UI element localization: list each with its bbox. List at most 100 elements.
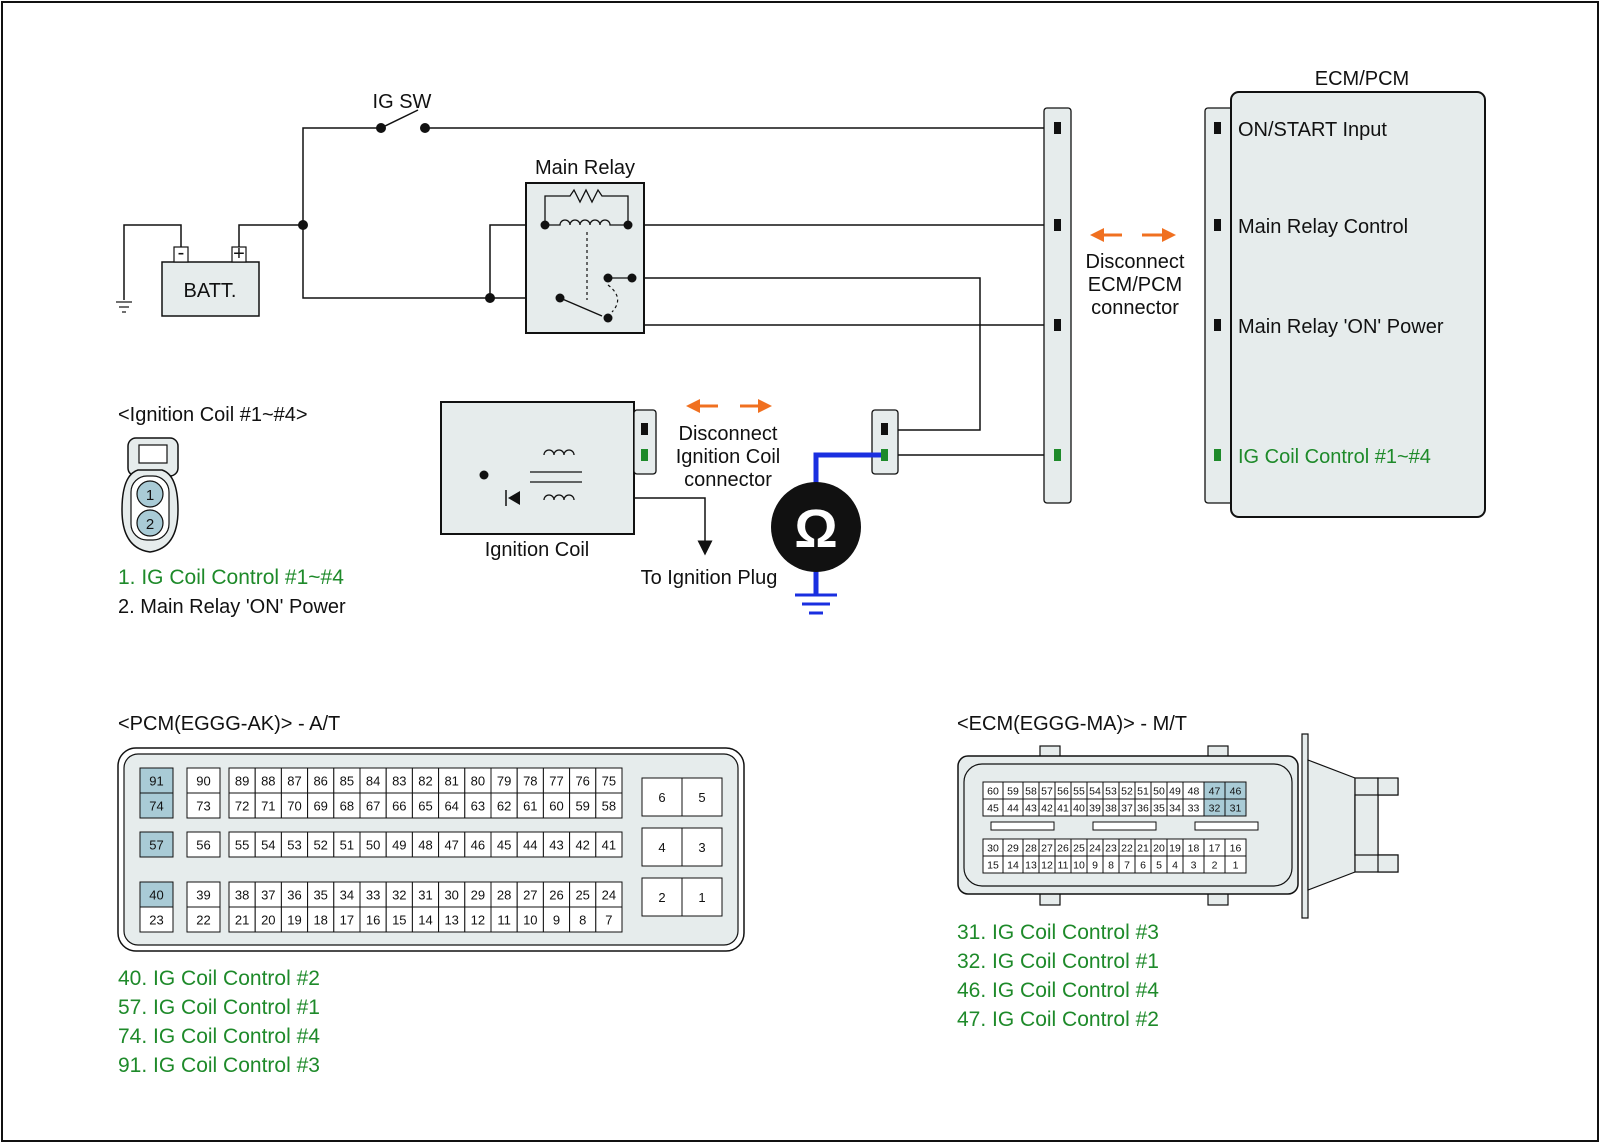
pcm-pin-66: 66 xyxy=(385,792,413,819)
pcm-pin-78: 78 xyxy=(516,767,544,794)
svg-text:52: 52 xyxy=(1121,786,1133,798)
pcm-pin-22: 22 xyxy=(186,906,221,933)
ecm-pin-58: 58 xyxy=(1022,781,1040,800)
ecm-legend-3: 46. IG Coil Control #4 xyxy=(957,979,1159,1002)
svg-text:24: 24 xyxy=(1089,843,1101,855)
ecm-pin-3: 3 xyxy=(1182,855,1205,874)
pcm-legend-1: 40. IG Coil Control #2 xyxy=(118,967,320,990)
pcm-pin-44: 44 xyxy=(516,831,544,858)
ecm-pin-main-relay-power: Main Relay 'ON' Power xyxy=(1238,316,1444,338)
pcm-pin-51: 51 xyxy=(333,831,361,858)
pcm-pin-85: 85 xyxy=(333,767,361,794)
ecm-pin-15: 15 xyxy=(982,855,1004,874)
svg-text:52: 52 xyxy=(313,838,327,853)
ignition-plug-label: To Ignition Plug xyxy=(641,567,778,589)
ig-switch: IG SW xyxy=(373,91,432,133)
pcm-pin-64: 64 xyxy=(438,792,466,819)
ecm-pin-37: 37 xyxy=(1118,798,1136,817)
coil-legend-2: 2. Main Relay 'ON' Power xyxy=(118,596,346,618)
ignition-coil-label: Ignition Coil xyxy=(485,539,590,561)
ecm-pin-45: 45 xyxy=(982,798,1004,817)
ecm-pin-43: 43 xyxy=(1022,798,1040,817)
svg-text:56: 56 xyxy=(1057,786,1069,798)
ecm-pin-5: 5 xyxy=(1150,855,1168,874)
ecm-pin-30: 30 xyxy=(982,838,1004,857)
svg-text:6: 6 xyxy=(1140,860,1146,872)
svg-text:55: 55 xyxy=(1073,786,1085,798)
ecm-pin-29: 29 xyxy=(1002,838,1024,857)
ecm-pin-22: 22 xyxy=(1118,838,1136,857)
pcm-pin-61: 61 xyxy=(516,792,544,819)
pcm-pin-24: 24 xyxy=(595,881,623,908)
svg-text:connector: connector xyxy=(684,469,772,491)
svg-text:47: 47 xyxy=(1209,786,1221,798)
ecm-pin-36: 36 xyxy=(1134,798,1152,817)
coil-pin-2: 2 xyxy=(146,516,154,533)
svg-text:75: 75 xyxy=(602,774,616,789)
svg-text:2: 2 xyxy=(658,890,665,905)
coil-connector-face: 1 2 xyxy=(121,437,179,553)
pcm-pin-50: 50 xyxy=(359,831,387,858)
svg-text:55: 55 xyxy=(235,838,249,853)
pcm-pin-65: 65 xyxy=(411,792,440,819)
pcm-pin-9: 9 xyxy=(542,906,571,933)
svg-text:39: 39 xyxy=(1089,803,1101,815)
pcm-pin-68: 68 xyxy=(333,792,361,819)
svg-text:27: 27 xyxy=(1041,843,1053,855)
svg-text:85: 85 xyxy=(340,774,354,789)
pcm-pin-55: 55 xyxy=(228,831,256,858)
ecm-pin-48: 48 xyxy=(1182,781,1205,800)
svg-text:36: 36 xyxy=(1137,803,1149,815)
ecm-pin-28: 28 xyxy=(1022,838,1040,857)
ecm-pin-23: 23 xyxy=(1102,838,1120,857)
pcm-pin-84: 84 xyxy=(359,767,387,794)
svg-text:27: 27 xyxy=(523,888,537,903)
svg-text:35: 35 xyxy=(313,888,327,903)
pcm-pin-73: 73 xyxy=(186,792,221,819)
pcm-legend-2: 57. IG Coil Control #1 xyxy=(118,996,320,1019)
ecm-pin-33: 33 xyxy=(1182,798,1205,817)
ecm-pin-6: 6 xyxy=(1134,855,1152,874)
svg-text:Disconnect: Disconnect xyxy=(679,423,778,445)
disconnect-ecm-arrows-icon xyxy=(1090,228,1176,242)
pcm-pin-25: 25 xyxy=(569,881,597,908)
svg-text:34: 34 xyxy=(340,888,354,903)
ecm-connector-title: <ECM(EGGG-MA)> - M/T xyxy=(957,713,1187,735)
coil-connector-title: <Ignition Coil #1~#4> xyxy=(118,404,308,426)
svg-text:67: 67 xyxy=(366,799,380,814)
svg-text:38: 38 xyxy=(1105,803,1117,815)
pcm-pin-63: 63 xyxy=(464,792,492,819)
ecm-pin-18: 18 xyxy=(1182,838,1205,857)
svg-text:73: 73 xyxy=(196,799,210,814)
pcm-pin-81: 81 xyxy=(438,767,466,794)
svg-text:40: 40 xyxy=(149,888,163,903)
svg-text:19: 19 xyxy=(1169,843,1181,855)
pcm-pin-70: 70 xyxy=(280,792,309,819)
svg-text:60: 60 xyxy=(987,786,999,798)
coil-pin-1: 1 xyxy=(146,487,154,504)
ig-switch-label: IG SW xyxy=(373,91,432,113)
pcm-pin-39: 39 xyxy=(186,881,221,908)
main-relay: Main Relay xyxy=(525,157,645,334)
svg-text:49: 49 xyxy=(1169,786,1181,798)
ecm-pin-31: 31 xyxy=(1224,798,1247,817)
svg-text:18: 18 xyxy=(1188,843,1200,855)
ecm-legend-2: 32. IG Coil Control #1 xyxy=(957,950,1159,973)
pcm-pin-3: 3 xyxy=(681,827,723,867)
pcm-legend-3: 74. IG Coil Control #4 xyxy=(118,1025,320,1048)
pcm-pin-67: 67 xyxy=(359,792,387,819)
svg-text:89: 89 xyxy=(235,774,249,789)
ecm-pin-54: 54 xyxy=(1086,781,1104,800)
svg-text:83: 83 xyxy=(392,774,406,789)
pcm-pin-29: 29 xyxy=(464,881,492,908)
ecm-pin-34: 34 xyxy=(1166,798,1184,817)
svg-text:63: 63 xyxy=(471,799,485,814)
ecm-pin-7: 7 xyxy=(1118,855,1136,874)
pcm-pin-49: 49 xyxy=(385,831,413,858)
svg-text:3: 3 xyxy=(1191,860,1197,872)
svg-text:12: 12 xyxy=(1041,860,1053,872)
svg-text:25: 25 xyxy=(1073,843,1085,855)
svg-text:31: 31 xyxy=(1230,803,1242,815)
